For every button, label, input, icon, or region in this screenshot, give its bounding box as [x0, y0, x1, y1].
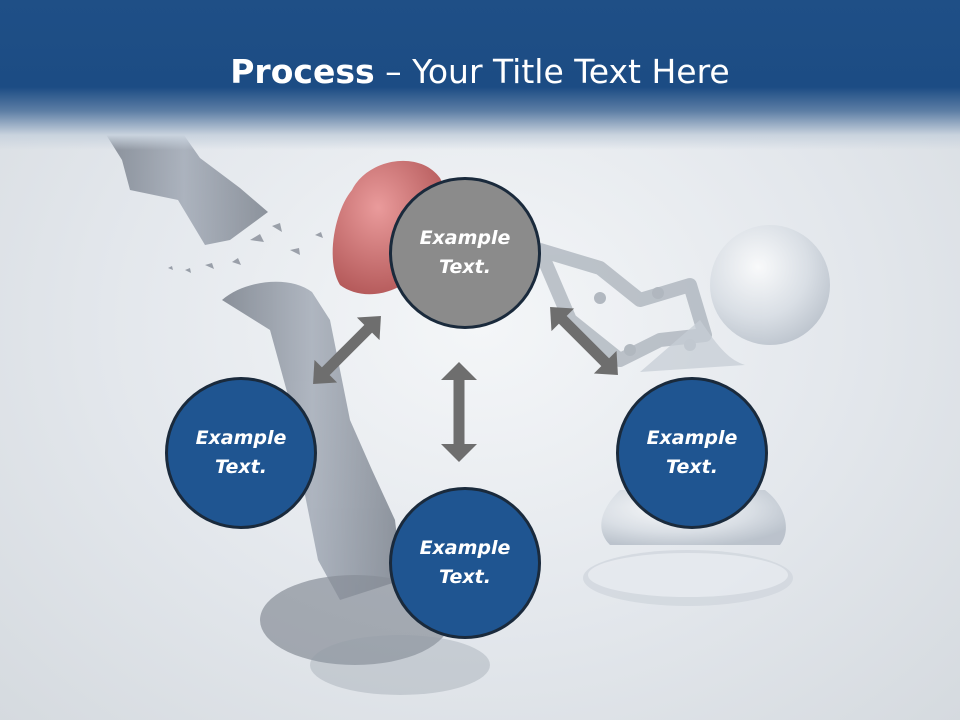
node-right-text: Example Text.: [646, 427, 738, 478]
node-bottom-text: Example Text.: [419, 537, 511, 588]
node-center-text: Example Text.: [419, 227, 511, 278]
title-rest: – Your Title Text Here: [374, 52, 730, 91]
node-bottom[interactable]: Example Text.: [389, 487, 541, 639]
node-left-text: Example Text.: [195, 427, 287, 478]
double-arrow-center-right: [550, 307, 618, 375]
title-bold: Process: [230, 52, 375, 91]
node-center[interactable]: Example Text.: [389, 177, 541, 329]
slide-title: Process – Your Title Text Here: [0, 52, 960, 91]
node-left[interactable]: Example Text.: [165, 377, 317, 529]
node-right[interactable]: Example Text.: [616, 377, 768, 529]
double-arrow-center-bottom: [441, 362, 477, 462]
title-bar: [0, 0, 960, 150]
double-arrow-center-left: [313, 316, 381, 384]
